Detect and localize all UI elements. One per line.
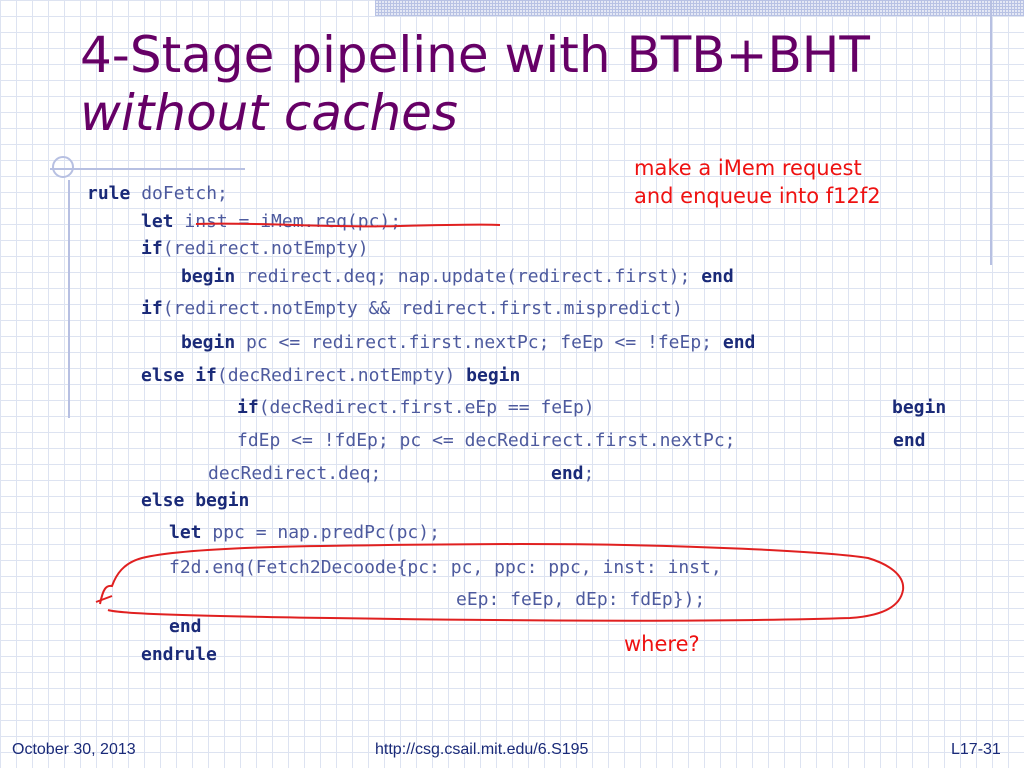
code-line-let-inst: let inst = iMem.req(pc); bbox=[141, 211, 402, 232]
code-line-f2d-enq: f2d.enq(Fetch2Decoode{pc: pc, ppc: ppc, … bbox=[169, 557, 722, 578]
annotation-imem-request-line-1: make a iMem request bbox=[634, 156, 862, 180]
code-line-f2d-enq-cont: eEp: feEp, dEp: fdEp}); bbox=[456, 589, 706, 610]
crosshair-ornament-icon bbox=[52, 156, 74, 178]
circle-tail bbox=[95, 595, 113, 603]
code-line-if-redirect: if(redirect.notEmpty) bbox=[141, 238, 369, 259]
decorative-vertical-line-right bbox=[990, 0, 992, 265]
code-line-if-mispredict: if(redirect.notEmpty && redirect.first.m… bbox=[141, 298, 683, 319]
footer-url: http://csg.csail.mit.edu/6.S195 bbox=[375, 741, 589, 758]
code-line-dec-deq: decRedirect.deq; bbox=[208, 463, 382, 484]
slide-title: 4-Stage pipeline with BTB+BHT without ca… bbox=[80, 26, 870, 142]
top-pattern-band bbox=[375, 0, 1024, 16]
code-line-if-eep-begin: begin bbox=[892, 397, 947, 418]
code-line-end: end bbox=[169, 616, 202, 637]
decorative-horizontal-line bbox=[50, 168, 245, 170]
code-line-if-eep: if(decRedirect.first.eEp == feEp) bbox=[237, 397, 595, 418]
annotation-imem-request: make a iMem request and enqueue into f12… bbox=[634, 154, 881, 210]
code-line-rule: rule doFetch; bbox=[87, 183, 228, 204]
code-line-endrule: endrule bbox=[141, 644, 217, 665]
annotation-where: where? bbox=[624, 632, 700, 656]
footer-slide-number: L17-31 bbox=[951, 741, 1001, 758]
title-line-1: 4-Stage pipeline with BTB+BHT bbox=[80, 26, 870, 84]
code-line-dec-deq-end: end; bbox=[551, 463, 595, 484]
code-line-else-if-dec: else if(decRedirect.notEmpty) begin bbox=[141, 365, 521, 386]
code-line-let-ppc: let ppc = nap.predPc(pc); bbox=[169, 522, 440, 543]
code-line-begin-pc: begin pc <= redirect.first.nextPc; feEp … bbox=[181, 332, 756, 353]
annotation-imem-request-line-2: and enqueue into f12f2 bbox=[634, 184, 881, 208]
code-line-fdep: fdEp <= !fdEp; pc <= decRedirect.first.n… bbox=[237, 430, 736, 451]
decorative-vertical-line-left bbox=[68, 180, 70, 418]
title-line-2: without caches bbox=[80, 84, 458, 142]
footer-date: October 30, 2013 bbox=[12, 741, 136, 758]
code-line-else-begin: else begin bbox=[141, 490, 250, 511]
code-line-fdep-end: end bbox=[893, 430, 926, 451]
code-line-begin-update: begin redirect.deq; nap.update(redirect.… bbox=[181, 266, 734, 287]
